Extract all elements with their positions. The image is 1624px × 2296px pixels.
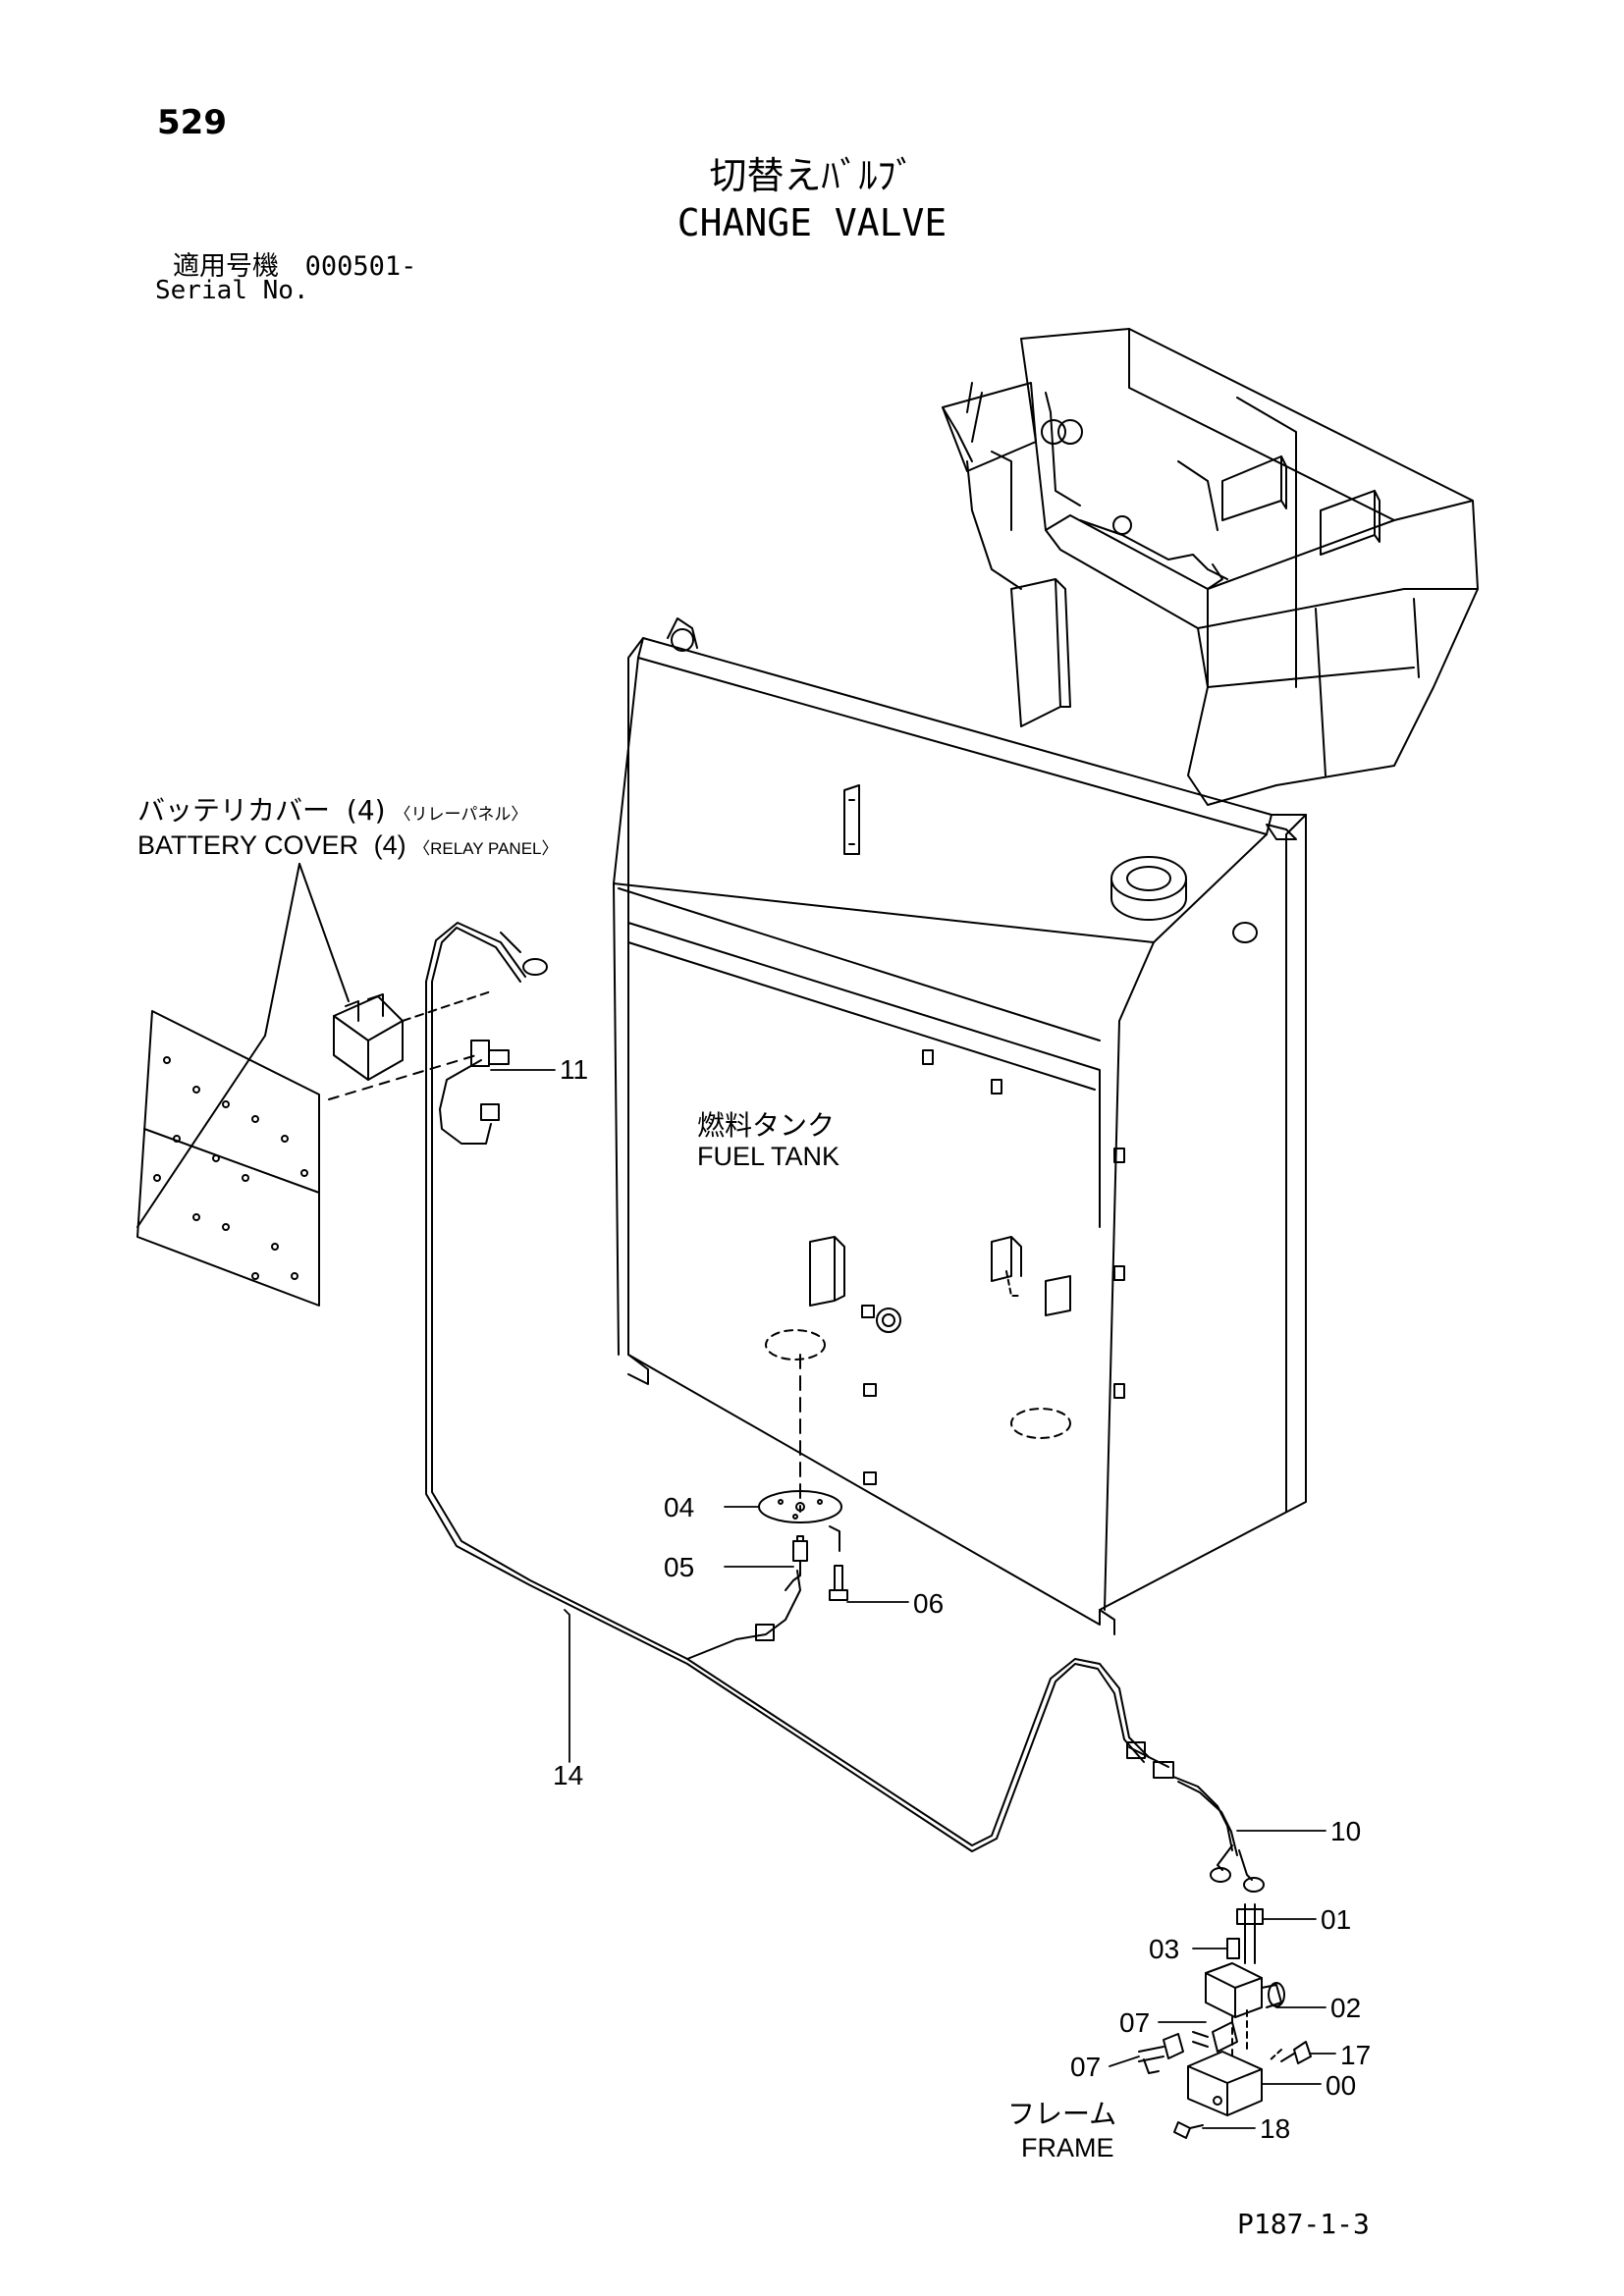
battery-cover-label: BATTERY COVER (4) 〈RELAY PANEL〉 (137, 832, 558, 859)
callout-02: 02 (1330, 1993, 1362, 2023)
fuel-tank-label: FUEL TANK (697, 1142, 840, 1171)
frame-label: FRAME (1021, 2133, 1114, 2163)
callout-leaders (490, 1069, 1336, 2129)
change-valve-assembly (1138, 1903, 1312, 2139)
callout-10: 10 (1330, 1816, 1362, 1846)
battery-cover (136, 863, 492, 1307)
callout-07-lower: 07 (1070, 2052, 1102, 2082)
callout-03: 03 (1149, 1934, 1180, 1964)
callout-07-upper: 07 (1119, 2007, 1151, 2038)
callout-04: 04 (664, 1492, 695, 1522)
callout-05: 05 (664, 1552, 695, 1582)
battery-cover-qty-en: (4) (373, 830, 406, 860)
fuel-tank (613, 617, 1307, 1635)
page-title: CHANGE VALVE (677, 201, 947, 244)
serial-label: Serial No. (155, 276, 309, 305)
battery-cover-note-jp: 〈リレーパネル〉 (394, 805, 528, 825)
serial-row: 適用号機 000501- (173, 253, 416, 280)
callout-18: 18 (1260, 2113, 1291, 2144)
callout-14: 14 (553, 1760, 584, 1790)
battery-cover-qty-jp: (4) (346, 794, 386, 827)
battery-cover-note-en: 〈RELAY PANEL〉 (413, 839, 559, 858)
callout-11: 11 (560, 1054, 589, 1085)
page-title-japanese: 切替えﾊﾞﾙﾌﾞ (709, 154, 915, 197)
battery-cover-label-japanese: バッテリカバー (4) 〈リレーパネル〉 (137, 797, 527, 825)
callout-00: 00 (1326, 2070, 1357, 2101)
callout-17: 17 (1340, 2040, 1372, 2070)
fuel-tank-label-japanese: 燃料タンク (697, 1109, 836, 1142)
page-number: 529 (157, 103, 227, 142)
callout-01: 01 (1321, 1904, 1352, 1935)
battery-cover-name-en: BATTERY COVER (137, 830, 359, 860)
serial-label-japanese: 適用号機 (173, 251, 279, 282)
diagram-code: P187-1-3 (1237, 2208, 1370, 2240)
wire-harness (425, 922, 1265, 1893)
frame-label-japanese: フレーム (1007, 2098, 1117, 2130)
serial-value: 000501- (304, 251, 417, 282)
battery-cover-name-jp: バッテリカバー (137, 794, 331, 827)
counterweight-assembly (942, 328, 1479, 806)
fuel-sender-parts (758, 1354, 848, 1601)
callout-06: 06 (913, 1588, 945, 1619)
